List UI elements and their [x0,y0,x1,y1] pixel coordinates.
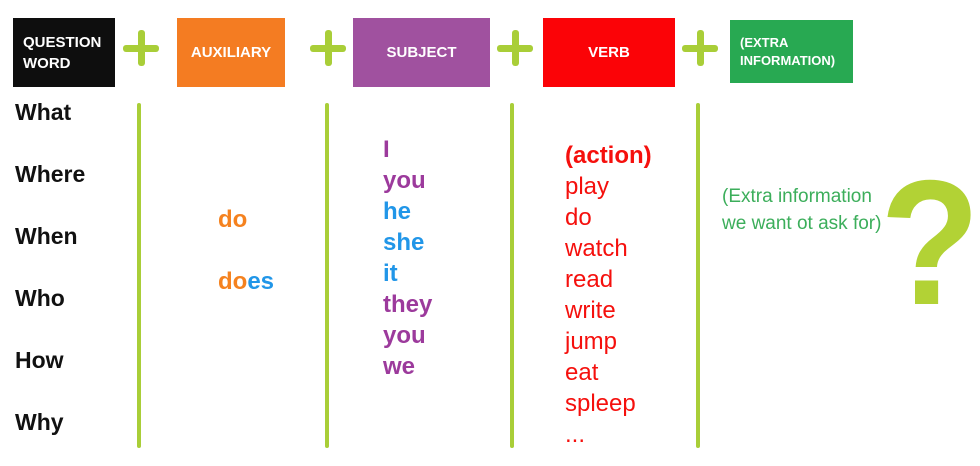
verb-item: jump [565,328,618,355]
verb-item: watch [565,235,628,262]
auxiliary-does-ending: es [247,268,275,295]
subject-pronoun: she [383,229,425,256]
column-divider-line [510,103,514,448]
auxiliary-does: does [218,268,274,296]
verb-item: eat [565,359,599,386]
subject-pronoun: you [383,167,426,194]
question-word: Why [15,409,64,435]
question-word: Who [15,285,65,311]
header-box-auxiliary: AUXILIARY [177,18,285,87]
column-divider-line [137,103,141,448]
question-mark-glyph: ? [879,143,980,342]
auxiliary-do: do [218,206,248,233]
question-word: When [15,223,78,249]
header-box-label-line: WORD [23,54,71,72]
header-box-extra-information: (EXTRA INFORMATION) [730,20,853,83]
header-box-label-line: SUBJECT [386,44,457,61]
verb-item: do [565,204,592,231]
question-word: What [15,99,72,125]
column-divider-line [696,103,700,448]
verb-item: play [565,173,610,200]
extra-information-line: we want ot ask for) [722,213,882,234]
column-divider-line [325,103,329,448]
question-word: How [15,347,64,373]
header-box-label-line: (EXTRA [740,34,789,50]
verbs-column: (action) play do watch read write jump e… [565,140,652,450]
plus-icon [682,30,718,66]
question-word: Where [15,161,86,187]
plus-icon [310,30,346,66]
subject-pronoun: they [383,291,433,318]
header-box-verb: VERB [543,18,675,87]
header-box-label-line: AUXILIARY [190,44,272,61]
header-box-label-line: QUESTION [23,33,102,51]
verb-item: spleep [565,390,636,417]
header-box-label-line: INFORMATION) [740,52,836,68]
verb-item: read [565,266,614,293]
verb-item: write [565,297,616,324]
extra-information-note: (Extra information we want ot ask for) [722,183,881,237]
verb-item: ... [565,421,586,448]
header-box-label-line: VERB [588,44,630,61]
header-box-subject: SUBJECT [353,18,490,87]
plus-icon [497,30,533,66]
subject-pronoun: it [383,260,398,287]
verb-column-heading: (action) [565,142,652,169]
extra-information-line: (Extra information [722,186,872,207]
auxiliary-does-stem: do [218,268,248,295]
subject-pronoun: I [383,136,390,163]
plus-icon [123,30,159,66]
subject-pronoun: we [383,353,416,380]
subject-pronoun: he [383,198,412,225]
header-box-question-word: QUESTION WORD [13,18,115,87]
question-words-column: What Where When Who How Why [15,99,85,435]
subject-pronoun: you [383,322,426,349]
subjects-column: I you he she it they you we [383,134,432,382]
